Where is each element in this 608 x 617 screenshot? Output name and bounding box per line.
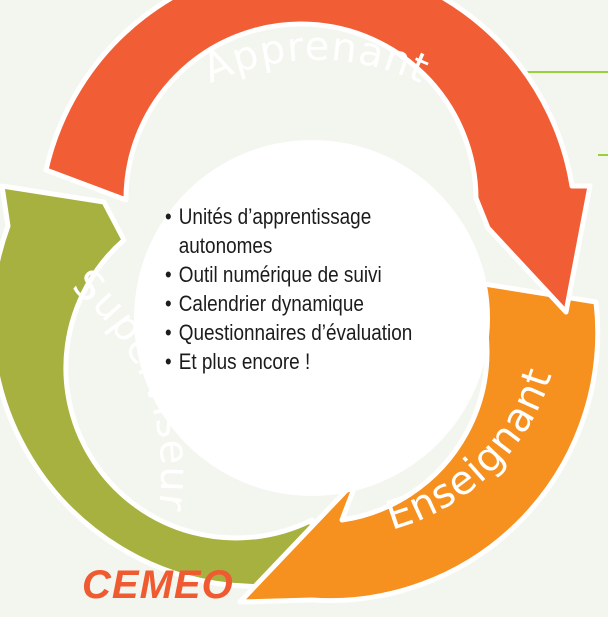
segment-enseignant — [237, 279, 601, 605]
feature-item: Calendrier dynamique — [165, 289, 449, 318]
brand-logo-text: CEMEO — [82, 563, 234, 607]
feature-list: Unités d’apprentissage autonomes Outil n… — [165, 202, 449, 376]
feature-item: Outil numérique de suivi — [165, 260, 449, 289]
segment-apprenant — [43, 0, 593, 315]
feature-item: Questionnaires d’évaluation — [165, 318, 449, 347]
feature-item: Et plus encore ! — [165, 347, 449, 376]
segment-superviseur — [0, 183, 315, 593]
feature-item: Unités d’apprentissage autonomes — [165, 202, 449, 260]
